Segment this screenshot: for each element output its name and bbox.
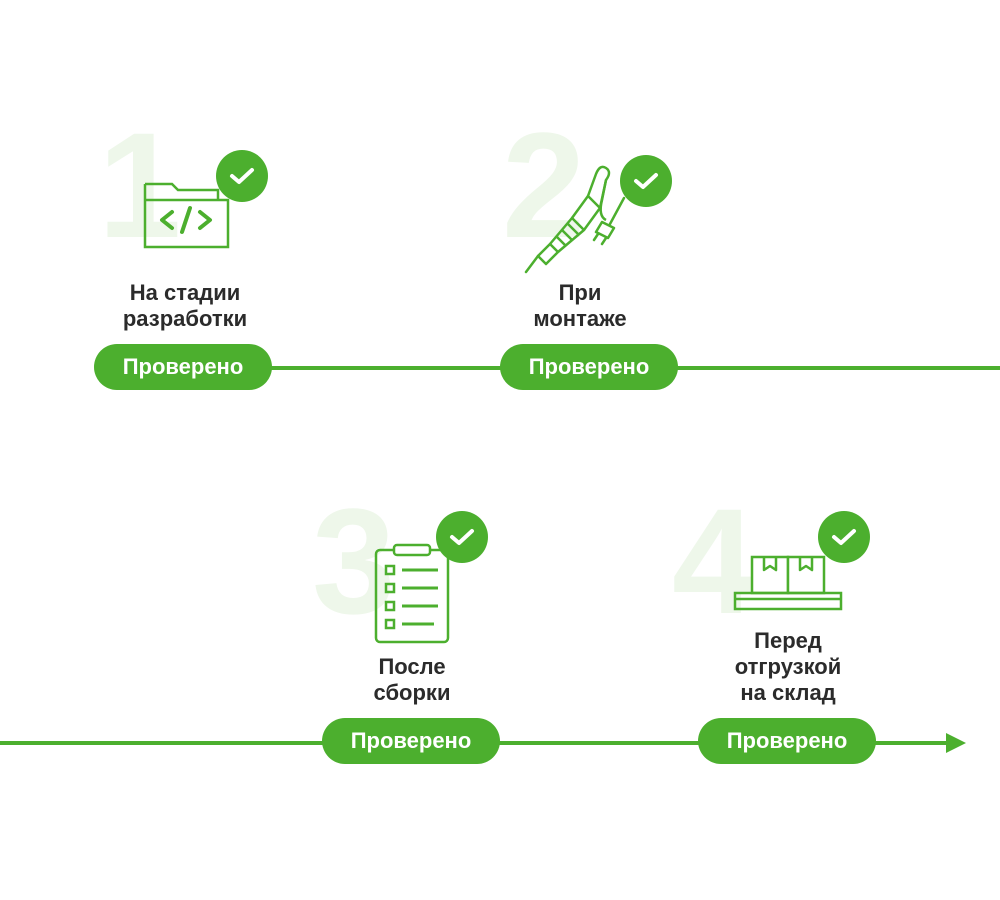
- checklist-clipboard-icon: [374, 543, 450, 644]
- step-number: 2: [502, 101, 586, 269]
- status-badge: Проверено: [698, 718, 876, 764]
- step-number: 3: [312, 477, 396, 645]
- status-badge: Проверено: [94, 344, 272, 390]
- boxes-pallet-icon: [733, 555, 843, 611]
- code-folder-icon: [143, 182, 230, 249]
- check-icon: [216, 150, 268, 202]
- check-icon: [620, 155, 672, 207]
- check-icon: [436, 511, 488, 563]
- check-icon: [818, 511, 870, 563]
- timeline-arrow-icon: [946, 733, 966, 753]
- step-label: При монтаже: [533, 280, 627, 331]
- step-label: Перед отгрузкой на склад: [734, 628, 842, 705]
- step-label: После сборки: [373, 654, 451, 705]
- step-label: На стадии разработки: [122, 280, 248, 331]
- status-badge: Проверено: [322, 718, 500, 764]
- step-number: 4: [672, 477, 756, 645]
- status-badge: Проверено: [500, 344, 678, 390]
- soldering-iron-icon: [524, 165, 626, 274]
